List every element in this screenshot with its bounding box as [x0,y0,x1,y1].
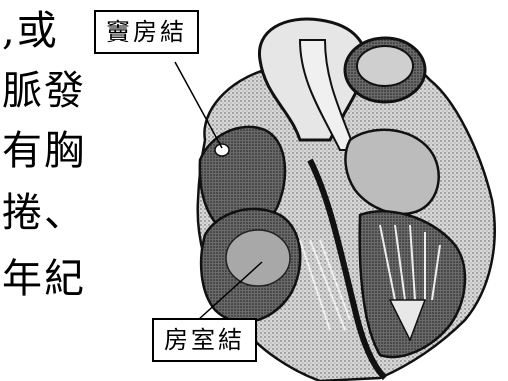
text-line-2: 脈發 [2,68,86,114]
av-node-leader-line [197,261,263,321]
text-line-3: 有胸 [2,128,86,174]
right-chordae [299,239,351,331]
sa-node-leader-line [174,61,223,149]
left-atrium [344,128,440,216]
av-node-label: 房室結 [152,318,257,362]
sa-node-label: 竇房結 [94,10,199,54]
papillary-muscle [388,299,427,342]
av-node-region [225,229,291,287]
body-text-column: ,或 脈發 有胸 捲、 年紀 [0,0,96,381]
pulmonary-lumen [356,45,414,87]
interventricular-septum [307,158,388,381]
chordae-tendineae [379,224,441,301]
text-line-1: ,或 [2,8,59,54]
text-line-5: 年紀 [2,256,86,302]
sa-node-spot [214,143,230,157]
text-line-4: 捲、 [2,190,86,236]
